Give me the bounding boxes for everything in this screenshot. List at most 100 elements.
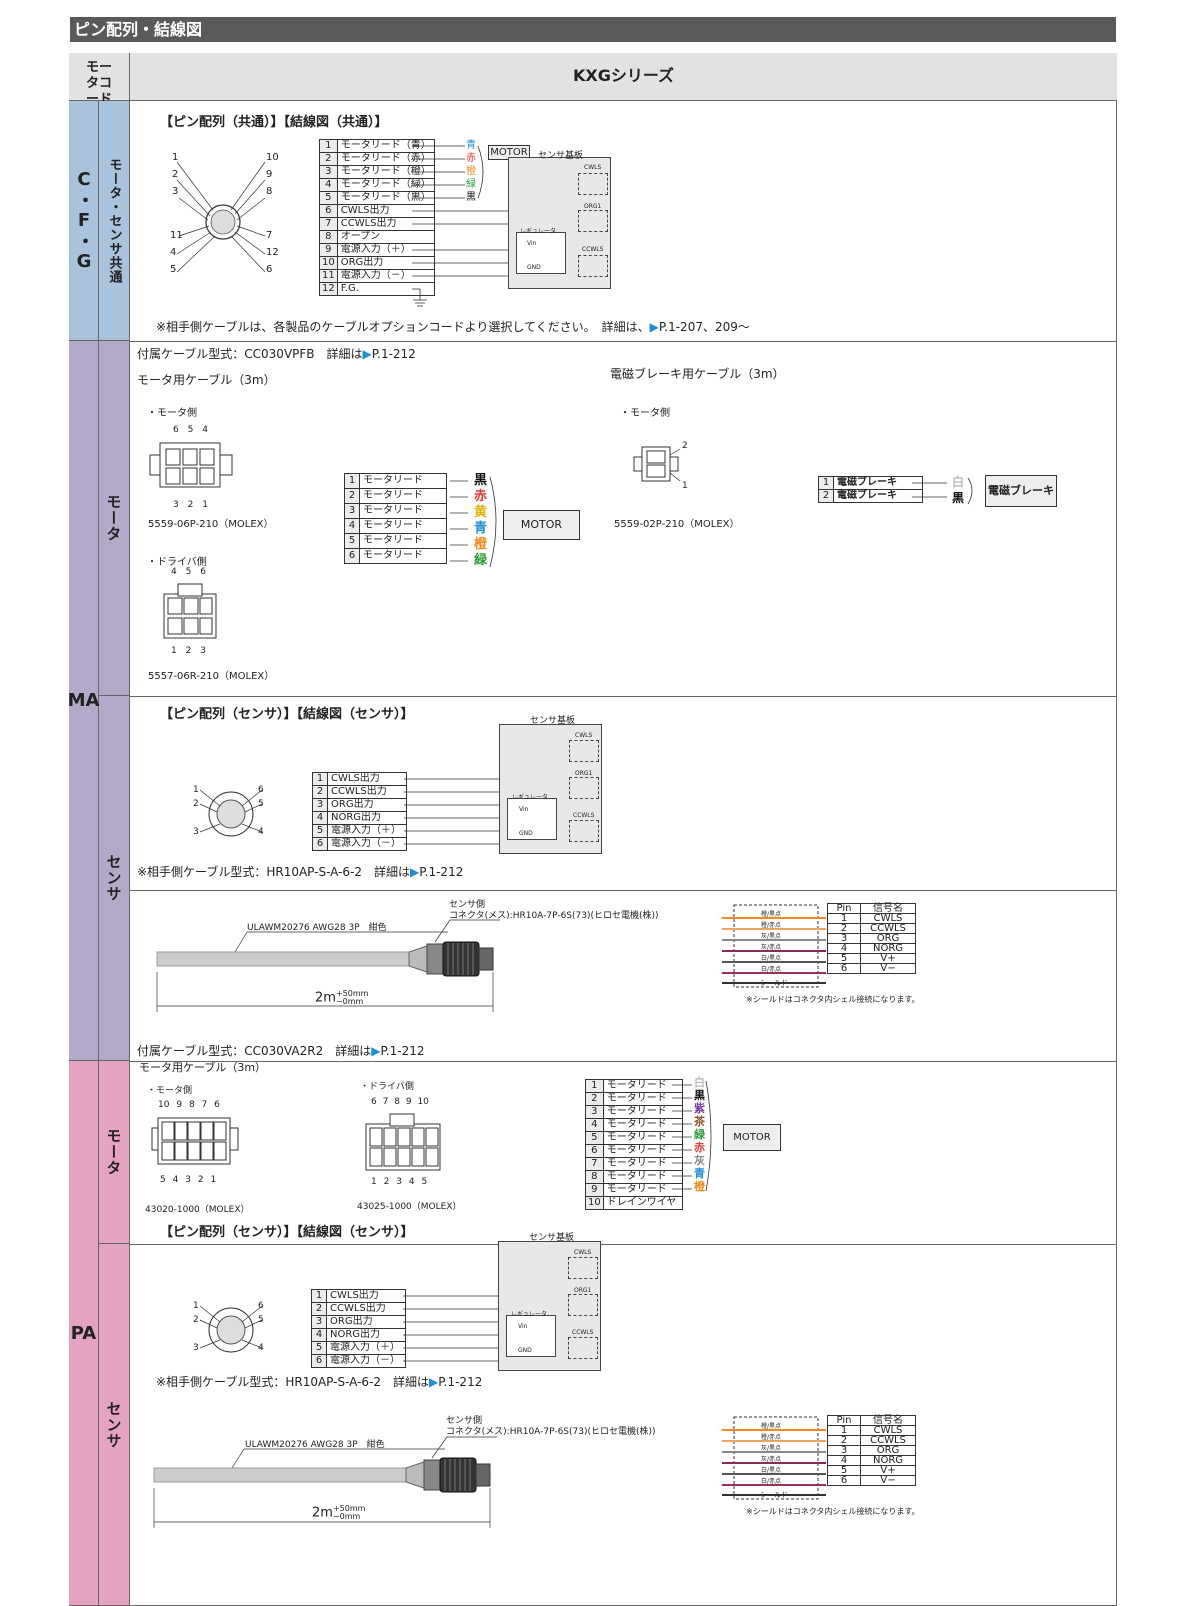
- ma-mating-cable: ※相手側ケーブル型式：HR10AP-S-A-6-2 詳細は▶P.1-212: [137, 863, 463, 880]
- ma-motor-bottom-pins: 3 2 1: [173, 500, 208, 510]
- wire-color-label: 緑: [466, 179, 476, 190]
- ma-gnd: GND: [519, 830, 533, 837]
- link-arrow-icon: ▶: [410, 865, 420, 879]
- pa-sensor-connector: [199, 1305, 263, 1353]
- ma-sensor-heading: 【ピン配列（センサ）】【結線図（センサ）】: [160, 707, 414, 722]
- ma-driver-bottom-pins: 1 2 3: [171, 646, 206, 656]
- pin-number: 9: [266, 169, 273, 180]
- cfg-sensor-board-label: センサ基板: [538, 151, 584, 161]
- ma-sensor-pins-right: 6 5: [258, 785, 264, 809]
- ma-regulator: [507, 798, 557, 840]
- ma-sensor-pins-left: 1 2: [193, 785, 199, 809]
- cfg-heading: 【ピン配列（共通）】【結線図（共通）】: [160, 115, 388, 130]
- wire-label: 橙/黒点: [761, 911, 782, 918]
- wire-color-label: 白: [694, 1076, 705, 1089]
- ma-sensor-side-label: センサ側: [449, 900, 486, 910]
- pa-mating-ref[interactable]: P.1-212: [438, 1375, 483, 1389]
- pin-number: 3: [172, 186, 179, 197]
- pa-cable-type-ref[interactable]: P.1-212: [380, 1044, 425, 1058]
- pin-number: 10: [158, 1100, 170, 1110]
- ma-motor-side: ・モータ側: [147, 408, 197, 419]
- category-pa: PA: [69, 1061, 99, 1605]
- wire-color-label: 赤: [474, 489, 488, 504]
- wire-color-label: 緑: [474, 553, 488, 568]
- pa-motor-cable: モータ用ケーブル（3m）: [139, 1061, 267, 1074]
- pa-sensor-heading: 【ピン配列（センサ）】【結線図（センサ）】: [160, 1225, 414, 1240]
- cfg-pin-numbers-left: 1 2 3: [172, 152, 178, 197]
- wire-label: 白/黒点: [761, 1467, 782, 1474]
- pin-number: 8: [394, 1097, 400, 1107]
- ma-mating-ref[interactable]: P.1-212: [419, 865, 464, 879]
- sub-pa-sensor: センサ: [99, 1244, 130, 1605]
- pin-number: 4: [170, 247, 177, 258]
- ma-cable-type-ref[interactable]: P.1-212: [371, 347, 416, 361]
- ma-cable-drawing: [156, 919, 500, 1012]
- pa-cable-drawing: [153, 1436, 497, 1528]
- wire-color-label: 灰: [694, 1154, 705, 1167]
- pin-number: 2: [193, 799, 199, 809]
- wire-label: 白/黒点: [761, 955, 782, 962]
- ma-vin: Vin: [519, 806, 529, 813]
- pa-motor-connector: [151, 1117, 239, 1165]
- pa-motor-side: ・モータ側: [147, 1086, 193, 1096]
- pa-driver-bottom-pins: 1 2 3 4 5: [371, 1177, 427, 1187]
- row-divider: [130, 341, 1116, 342]
- pa-cwls-block: [568, 1257, 598, 1279]
- ma-cable-length: 2m+50mm−0mm: [315, 990, 368, 1006]
- pa-mating-text: ※相手側ケーブル型式：HR10AP-S-A-6-2 詳細は: [156, 1375, 430, 1389]
- pa-tag-ccwls: CCWLS: [572, 1329, 594, 1336]
- ma-driver-connector: [163, 583, 217, 639]
- pa-regulator: [506, 1315, 556, 1357]
- wire-label: 灰/黒点: [761, 933, 782, 940]
- cfg-connector-diagram: [176, 161, 266, 273]
- pa-driver-side: ・ドライバ側: [360, 1082, 414, 1092]
- pa-motor-lead-lines: [672, 1080, 712, 1192]
- pin-number: 1: [171, 646, 177, 656]
- ma-shield-label: シールド: [760, 979, 788, 987]
- cfg-pin-numbers-left-lower: 11 4 5: [170, 230, 183, 275]
- link-arrow-icon: ▶: [429, 1375, 439, 1389]
- pa-cable-spec: ULAWM20276 AWG28 3P 紺色: [245, 1440, 385, 1450]
- cfg-note-ref[interactable]: P.1-207、209～: [658, 320, 750, 334]
- ma-brake-part: 5559-02P-210（MOLEX）: [614, 519, 740, 530]
- ma-brake-lead-lines: [912, 477, 973, 505]
- ma-regulator-label: レギュレータ: [512, 794, 548, 801]
- ma-shield-note: ※シールドはコネクタ内シェル接続になります。: [746, 995, 920, 1004]
- ma-cable-spec: ULAWM20276 AWG28 3P 紺色: [247, 923, 387, 933]
- pin-number: 4: [202, 425, 208, 435]
- category-cfg-label: C・F・G: [73, 168, 95, 273]
- ma-ccwls-block: [569, 820, 599, 842]
- pa-cable-type-text: 付属ケーブル型式：CC030VA2R2 詳細は: [137, 1044, 372, 1058]
- sub-pa-motor-label: モータ: [104, 1128, 123, 1176]
- pin-number: 5: [258, 1315, 264, 1325]
- pa-mating-cable: ※相手側ケーブル型式：HR10AP-S-A-6-2 詳細は▶P.1-212: [156, 1373, 482, 1390]
- sub-ma-sensor: センサ: [99, 696, 130, 1061]
- pa-gnd: GND: [518, 1347, 532, 1354]
- ma-tag-org: ORG1: [575, 770, 593, 777]
- ma-motor-top-pins: 6 5 4: [173, 425, 208, 435]
- wire-label: 灰/赤点: [761, 944, 782, 951]
- pin-number: 5: [187, 425, 194, 435]
